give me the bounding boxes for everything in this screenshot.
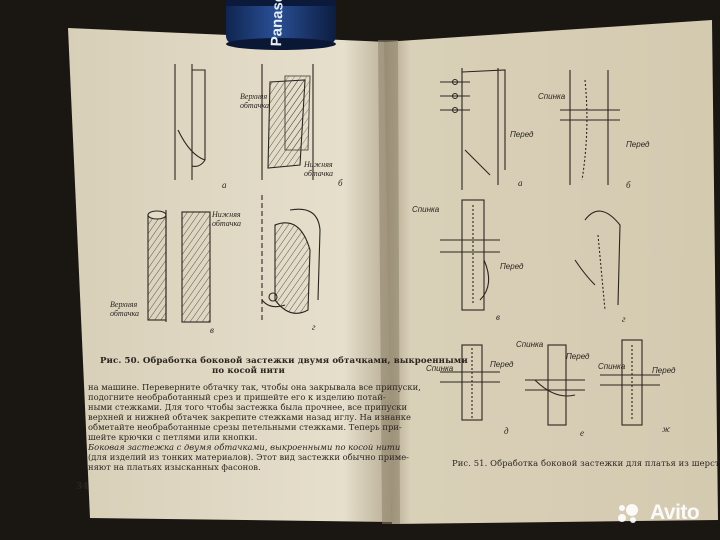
body-line: верхней и нижней обтачек закрепите стежк… [88, 412, 411, 422]
label-back-v: Спинка [412, 205, 440, 214]
fig51-letter-b: б [626, 180, 631, 190]
body-line: на машине. Переверните обтачку так, чтоб… [88, 382, 421, 392]
fig50-caption-line1: Рис. 50. Обработка боковой застежки двум… [100, 356, 468, 366]
label-front-zh: Перед [652, 366, 676, 375]
label-upper-facing-b: Верхняя обтачка [110, 300, 140, 318]
label-back-b: Спинка [538, 92, 566, 101]
left-page [68, 28, 392, 522]
fig51-letter-e: е [580, 428, 584, 438]
avito-logo-icon [618, 504, 638, 523]
label-back-d: Спинка [426, 364, 454, 373]
spine-shadow [378, 40, 400, 524]
body-line: шейте крючки с петлями или кнопки. [88, 432, 258, 442]
label-front-d: Перед [490, 360, 514, 369]
fig50-letter-b: б [338, 178, 343, 188]
fig51-letter-g: г [622, 314, 626, 324]
label-front-a: Перед [510, 130, 534, 139]
left-body-text: на машине. Переверните обтачку так, чтоб… [88, 382, 421, 472]
label-lower-facing-b: Нижняя обтачка [212, 210, 242, 228]
battery-brand: Panasonic [268, 0, 288, 47]
fig50-letter-a: а [222, 180, 227, 190]
fig51-caption: Рис. 51. Обработка боковой застежки для … [452, 458, 720, 468]
fig50-caption-line2: по косой нити [212, 366, 285, 376]
label-front-v: Перед [500, 262, 524, 271]
body-line: обметайте необработанные срезы петельным… [88, 422, 402, 432]
right-page [384, 20, 718, 524]
fig51-letter-d: д [504, 426, 509, 436]
avito-watermark: Avito [612, 500, 712, 530]
fig51-letter-zh: ж [662, 424, 671, 434]
body-line: подогните необработанный срез и пришейте… [88, 392, 386, 402]
fig50-letter-g: г [312, 322, 316, 332]
fig50-letter-v: в [210, 325, 214, 335]
fig50-drawings [147, 64, 321, 323]
fig51-letter-a: а [518, 178, 523, 188]
fig51-letter-v: в [496, 312, 500, 322]
body-italic-heading: Боковая застежка с двумя обтачками, выкр… [88, 442, 401, 452]
fig51-drawings [440, 68, 660, 426]
label-front-b: Перед [626, 140, 650, 149]
label-lower-facing-a: Нижняя обтачка [304, 160, 334, 178]
avito-watermark-text: Avito [650, 501, 700, 524]
body-line: няют на платьях изысканных фасонов. [88, 462, 261, 472]
body-line: ными стежками. Для того чтобы застежка б… [88, 402, 408, 412]
label-back-zh: Спинка [598, 362, 626, 371]
label-upper-facing: Верхняя обтачка [240, 92, 270, 110]
battery [226, 0, 336, 50]
body-line: (для изделий из тонких материалов). Этот… [88, 452, 409, 462]
label-back-e: Спинка [516, 340, 544, 349]
page-number: 34 [76, 482, 89, 492]
label-front-e: Перед [566, 352, 590, 361]
